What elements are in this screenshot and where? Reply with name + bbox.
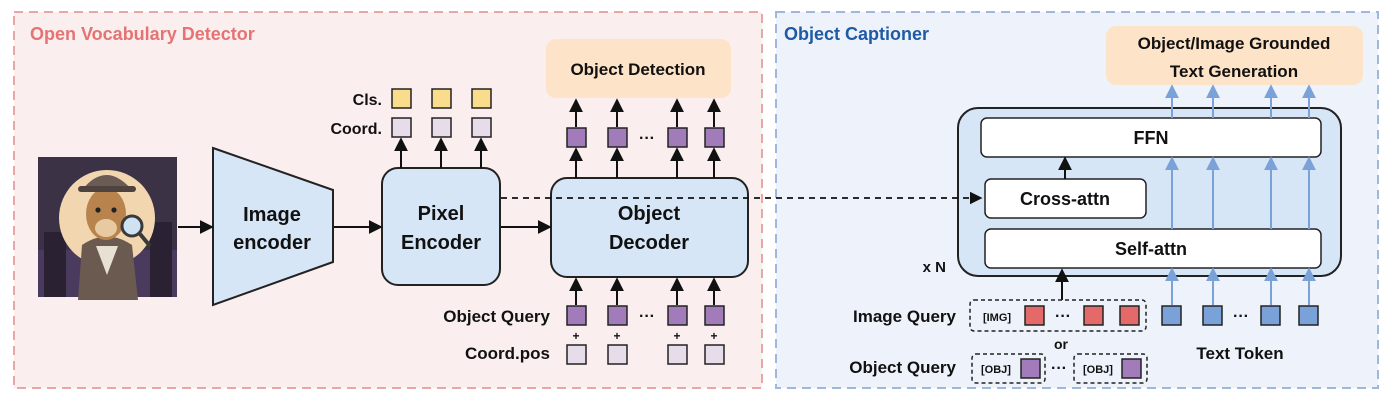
coord-pos-label: Coord.pos bbox=[465, 344, 550, 363]
repeat-label: x N bbox=[923, 259, 946, 276]
text-tokens: ··· Text Token bbox=[1161, 305, 1319, 363]
open-vocabulary-detector-panel: Open Vocabulary Detector Image encoder P… bbox=[13, 11, 763, 389]
ffn-label: FFN bbox=[1134, 128, 1169, 148]
image-query-square bbox=[1024, 305, 1045, 326]
object-token-square bbox=[566, 127, 587, 148]
plus-sign: + bbox=[710, 329, 717, 343]
cls-square bbox=[431, 88, 452, 109]
text-token-flow bbox=[1165, 84, 1316, 305]
text-token-square bbox=[1161, 305, 1182, 326]
text-token-label: Text Token bbox=[1196, 344, 1283, 363]
captioner-object-query-label: Object Query bbox=[849, 358, 956, 377]
coord-pos-square bbox=[607, 344, 628, 365]
decoder-input-tokens: ··· + + + + bbox=[566, 277, 725, 365]
object-captioner-panel: Object Captioner Object/Image Grounded T… bbox=[775, 11, 1379, 389]
img-token-label: [IMG] bbox=[983, 312, 1011, 324]
object-detection-label: Object Detection bbox=[570, 60, 705, 79]
output-label-line2: Text Generation bbox=[1170, 62, 1298, 81]
coord-square bbox=[431, 117, 452, 138]
object-token-square bbox=[607, 127, 628, 148]
coord-square bbox=[391, 117, 412, 138]
text-token-square bbox=[1298, 305, 1319, 326]
object-decoder-label-line1: Object bbox=[618, 203, 681, 225]
image-query-square bbox=[1119, 305, 1140, 326]
object-query-square bbox=[566, 305, 587, 326]
object-detection-output bbox=[546, 39, 731, 98]
object-query-square bbox=[704, 305, 725, 326]
coord-pos-square bbox=[704, 344, 725, 365]
pixel-encoder-outputs bbox=[391, 88, 492, 168]
self-attn-label: Self-attn bbox=[1115, 239, 1187, 259]
cls-square bbox=[471, 88, 492, 109]
ellipsis: ··· bbox=[639, 308, 655, 325]
self-attn-layer bbox=[984, 228, 1322, 269]
obj-token-label: [OBJ] bbox=[1083, 364, 1113, 376]
cls-square bbox=[391, 88, 412, 109]
image-encoder-label-line1: Image bbox=[243, 204, 301, 226]
object-token-square bbox=[667, 127, 688, 148]
detector-panel-title: Open Vocabulary Detector bbox=[30, 24, 255, 44]
coord-label: Coord. bbox=[330, 121, 382, 138]
object-query-label: Object Query bbox=[443, 307, 550, 326]
pixel-encoder-label-line2: Encoder bbox=[401, 232, 481, 254]
ellipsis: ··· bbox=[639, 130, 655, 147]
obj-token-label: [OBJ] bbox=[981, 364, 1011, 376]
plus-sign: + bbox=[613, 329, 620, 343]
plus-sign: + bbox=[572, 329, 579, 343]
grounded-text-output bbox=[1106, 26, 1363, 85]
cross-attn-label: Cross-attn bbox=[1020, 189, 1110, 209]
plus-sign: + bbox=[673, 329, 680, 343]
ffn-layer bbox=[980, 117, 1322, 158]
ellipsis: ··· bbox=[1233, 308, 1249, 325]
coord-pos-square bbox=[566, 344, 587, 365]
pixel-encoder-block bbox=[381, 167, 501, 286]
image-query-group bbox=[969, 299, 1147, 332]
captioner-panel-title: Object Captioner bbox=[784, 24, 929, 44]
text-token-square bbox=[1260, 305, 1281, 326]
decoder-output-tokens: ··· bbox=[566, 98, 725, 178]
object-token-square bbox=[704, 127, 725, 148]
image-query-square bbox=[1083, 305, 1104, 326]
or-label: or bbox=[1054, 336, 1069, 352]
image-encoder-block bbox=[212, 146, 334, 307]
pixel-encoder-label-line1: Pixel bbox=[418, 203, 465, 225]
object-decoder-label-line2: Decoder bbox=[609, 232, 689, 254]
object-query-square bbox=[607, 305, 628, 326]
cls-label: Cls. bbox=[353, 92, 382, 109]
image-query-label: Image Query bbox=[853, 307, 957, 326]
coord-pos-square bbox=[667, 344, 688, 365]
text-token-square bbox=[1202, 305, 1223, 326]
input-image bbox=[38, 157, 177, 300]
object-decoder-block bbox=[550, 177, 749, 278]
coord-square bbox=[471, 117, 492, 138]
image-encoder-label-line2: encoder bbox=[233, 232, 311, 254]
ellipsis: ··· bbox=[1055, 308, 1071, 325]
object-query-square bbox=[1121, 358, 1142, 379]
ellipsis: ··· bbox=[1051, 360, 1067, 377]
object-query-square bbox=[1020, 358, 1041, 379]
object-query-square bbox=[667, 305, 688, 326]
output-label-line1: Object/Image Grounded bbox=[1138, 34, 1331, 53]
